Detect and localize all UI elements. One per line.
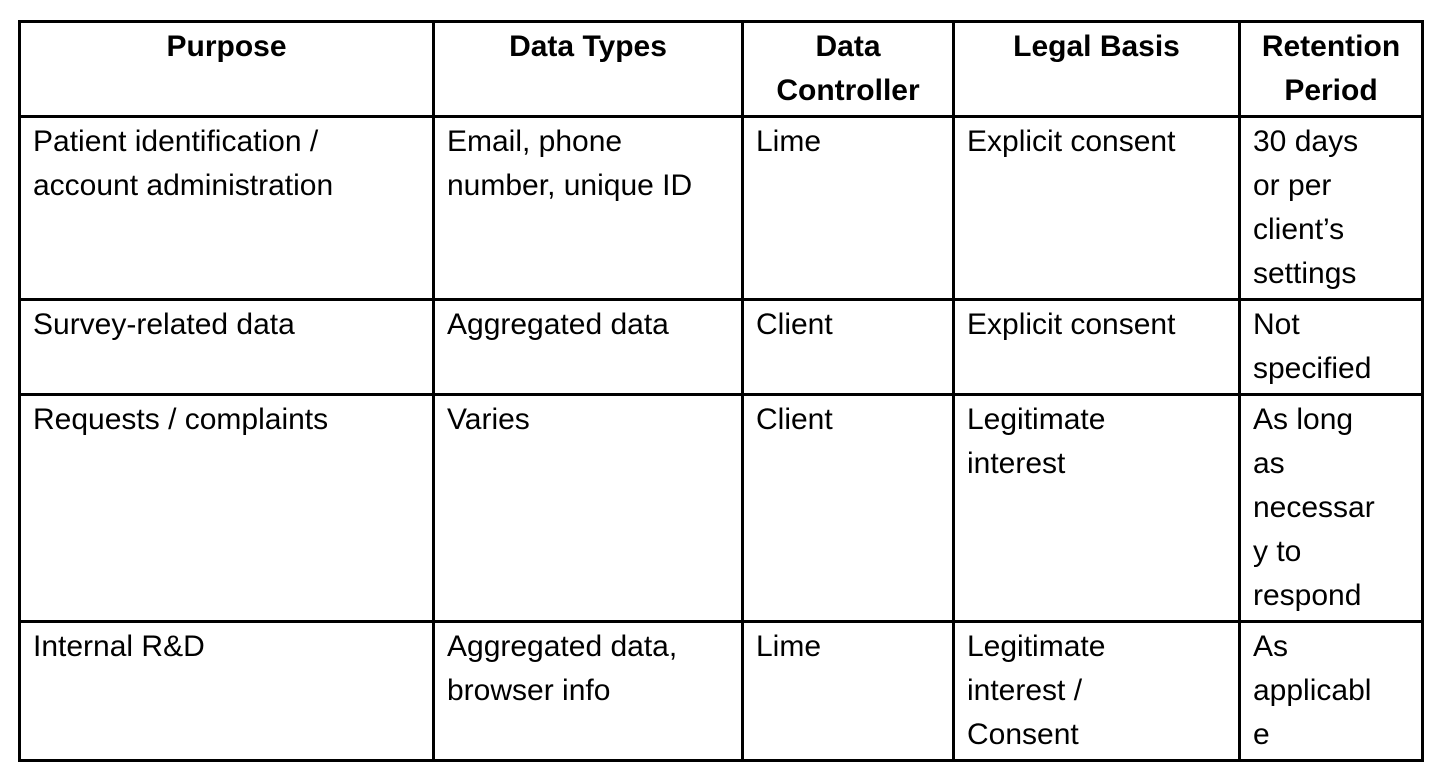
privacy-data-table: Purpose Data Types Data Controller Legal…	[18, 20, 1424, 762]
cell-purpose: Requests / complaints	[18, 393, 435, 623]
cell-purpose: Patient identification / account adminis…	[18, 115, 435, 301]
column-header-purpose: Purpose	[18, 20, 435, 118]
cell-retention-period: As long as necessary to respond	[1238, 393, 1424, 623]
column-header-retention-period: Retention Period	[1238, 20, 1424, 118]
cell-purpose: Survey-related data	[18, 298, 435, 396]
cell-legal-basis: Legitimate interest	[952, 393, 1241, 623]
cell-data-controller: Lime	[741, 620, 955, 762]
column-header-data-controller: Data Controller	[741, 20, 955, 118]
cell-data-controller: Client	[741, 298, 955, 396]
column-header-data-types: Data Types	[432, 20, 744, 118]
document-page: Purpose Data Types Data Controller Legal…	[18, 20, 1424, 762]
cell-purpose: Internal R&D	[18, 620, 435, 762]
cell-data-types: Varies	[432, 393, 744, 623]
table-row: Requests / complaints Varies Client Legi…	[18, 393, 1424, 623]
table-row: Patient identification / account adminis…	[18, 115, 1424, 301]
table-row: Internal R&D Aggregated data, browser in…	[18, 620, 1424, 762]
cell-legal-basis: Explicit consent	[952, 115, 1241, 301]
cell-data-controller: Lime	[741, 115, 955, 301]
cell-legal-basis: Legitimate interest / Consent	[952, 620, 1241, 762]
table-row: Survey-related data Aggregated data Clie…	[18, 298, 1424, 396]
table-header-row: Purpose Data Types Data Controller Legal…	[18, 20, 1424, 118]
cell-data-types: Aggregated data	[432, 298, 744, 396]
cell-retention-period: Not specified	[1238, 298, 1424, 396]
cell-retention-period: 30 days or per client’s settings	[1238, 115, 1424, 301]
cell-data-types: Aggregated data, browser info	[432, 620, 744, 762]
cell-legal-basis: Explicit consent	[952, 298, 1241, 396]
column-header-legal-basis: Legal Basis	[952, 20, 1241, 118]
cell-retention-period: As applicable	[1238, 620, 1424, 762]
cell-data-controller: Client	[741, 393, 955, 623]
cell-data-types: Email, phone number, unique ID	[432, 115, 744, 301]
